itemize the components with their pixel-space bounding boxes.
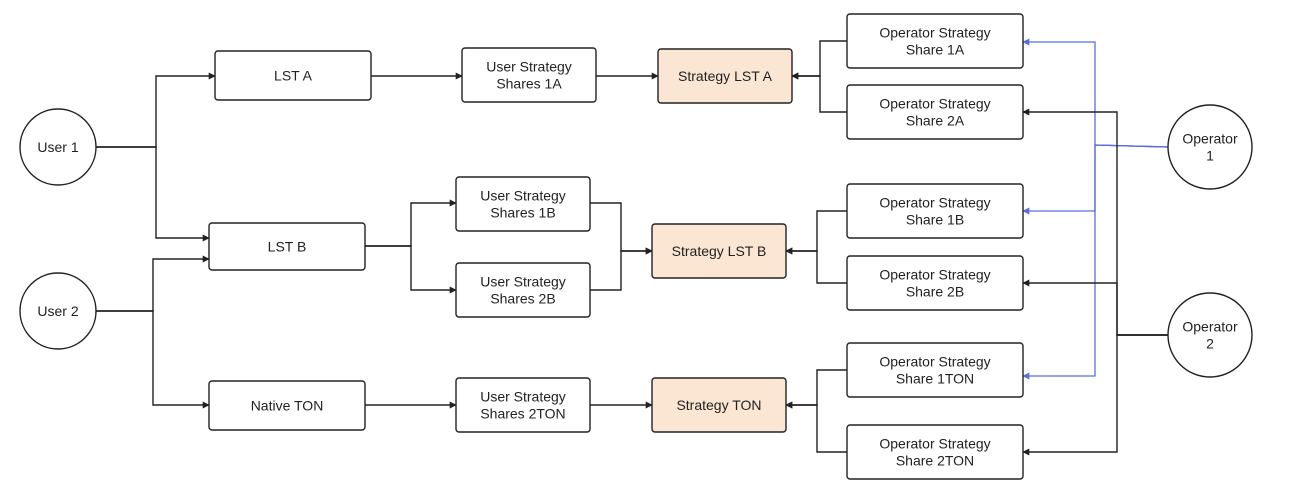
node-uss-1a-shape: [461, 47, 597, 103]
node-uss-2b-label-line-1: User Strategy: [480, 274, 566, 290]
node-strategy-lst-b-shape: [651, 223, 787, 279]
node-user2-label-line-1: User 2: [37, 303, 78, 319]
edge-os-1a-to-strategy-lst-a: [791, 40, 847, 80]
node-os-2ton-label-line-1: Operator Strategy: [879, 436, 990, 452]
edge-user2-to-native-ton: [96, 310, 210, 409]
node-uss-2ton-label-line-2: Shares 2TON: [480, 406, 565, 422]
edge-user1-to-lst-a: [96, 72, 216, 148]
edge-uss-2b-to-strategy-lst-b: [590, 247, 653, 291]
node-os-2a-label-line-1: Operator Strategy: [879, 96, 990, 112]
node-strategy-lst-a-label-line-1: Strategy LST A: [678, 68, 773, 84]
edge-operator1-to-os-1a: [1022, 38, 1169, 148]
node-os-1a-label-line-1: Operator Strategy: [879, 25, 990, 41]
node-lst-a: LST A: [214, 50, 372, 101]
node-user2-shape: [19, 272, 97, 350]
node-lst-a-shape: [214, 50, 372, 101]
node-uss-2ton-label-line-1: User Strategy: [480, 389, 566, 405]
edge-os-1ton-to-strategy-ton: [785, 369, 847, 409]
node-os-1a-shape: [846, 13, 1024, 69]
node-os-2ton-shape: [846, 424, 1024, 480]
node-operator1-label-line-2: 1: [1206, 148, 1214, 164]
node-user2: User 2: [19, 272, 97, 350]
edges-layer: [96, 38, 1169, 456]
edge-os-2b-to-strategy-lst-b: [785, 247, 847, 284]
node-lst-b-shape: [208, 222, 366, 271]
node-uss-2ton-shape: [455, 377, 591, 433]
edge-user2-to-lst-b: [96, 255, 210, 312]
node-lst-b-label-line-1: LST B: [268, 239, 307, 255]
node-os-2b-label-line-2: Share 2B: [906, 284, 964, 300]
node-strategy-lst-b: Strategy LST B: [651, 223, 787, 279]
node-uss-1a-label-line-1: User Strategy: [486, 59, 572, 75]
node-uss-2b-shape: [455, 262, 591, 318]
node-lst-b: LST B: [208, 222, 366, 271]
node-lst-a-label-line-1: LST A: [274, 68, 313, 84]
node-os-1b-label-line-1: Operator Strategy: [879, 195, 990, 211]
node-strategy-lst-a-shape: [657, 48, 793, 104]
node-os-1b-shape: [846, 183, 1024, 239]
node-os-2b-label-line-1: Operator Strategy: [879, 267, 990, 283]
node-strategy-ton: Strategy TON: [651, 377, 787, 433]
node-os-1b-label-line-2: Share 1B: [906, 212, 964, 228]
node-strategy-ton-label-line-1: Strategy TON: [676, 397, 761, 413]
node-operator1-shape: [1167, 104, 1253, 190]
node-operator2-label-line-1: Operator: [1182, 319, 1238, 335]
node-operator2-shape: [1167, 292, 1253, 378]
edge-os-1b-to-strategy-lst-b: [785, 210, 847, 255]
node-user1: User 1: [19, 108, 97, 186]
node-os-2a-label-line-2: Share 2A: [906, 113, 965, 129]
node-user1-shape: [19, 108, 97, 186]
node-operator1-label-line-1: Operator: [1182, 131, 1238, 147]
node-uss-1b-label-line-2: Shares 1B: [490, 205, 555, 221]
node-os-2b-shape: [846, 255, 1024, 311]
nodes-layer: User 1 User 2 LST A LST B Native TON User Str…: [19, 13, 1253, 480]
node-strategy-ton-shape: [651, 377, 787, 433]
edge-os-2ton-to-strategy-ton: [785, 401, 847, 453]
node-native-ton-label-line-1: Native TON: [251, 398, 324, 414]
node-uss-1a-label-line-2: Shares 1A: [496, 76, 562, 92]
node-operator2-label-line-2: 2: [1206, 336, 1214, 352]
edge-operator1-to-os-1ton: [1022, 144, 1169, 380]
node-uss-1b-label-line-1: User Strategy: [480, 188, 566, 204]
node-os-1ton-shape: [846, 342, 1024, 398]
node-native-ton-shape: [208, 380, 366, 431]
node-os-2ton-label-line-2: Share 2TON: [896, 453, 974, 469]
node-uss-1b-shape: [455, 176, 591, 232]
node-user1-label-line-1: User 1: [37, 139, 78, 155]
node-uss-2b-label-line-2: Shares 2B: [490, 291, 555, 307]
edge-operator2-to-os-2ton: [1022, 334, 1168, 456]
edge-lst-b-to-uss-2b: [365, 245, 457, 294]
node-os-1a-label-line-2: Share 1A: [906, 42, 965, 58]
edge-os-2a-to-strategy-lst-a: [791, 72, 847, 113]
node-os-1ton-label-line-1: Operator Strategy: [879, 354, 990, 370]
node-strategy-lst-b-label-line-1: Strategy LST B: [672, 243, 767, 259]
edge-lst-b-to-uss-1b: [365, 199, 457, 247]
node-native-ton: Native TON: [208, 380, 366, 431]
node-strategy-lst-a: Strategy LST A: [657, 48, 793, 104]
edge-uss-1b-to-strategy-lst-b: [590, 202, 653, 255]
node-os-2a-shape: [846, 84, 1024, 140]
node-os-1ton-label-line-2: Share 1TON: [896, 371, 974, 387]
edge-user1-to-lst-b: [96, 146, 210, 242]
